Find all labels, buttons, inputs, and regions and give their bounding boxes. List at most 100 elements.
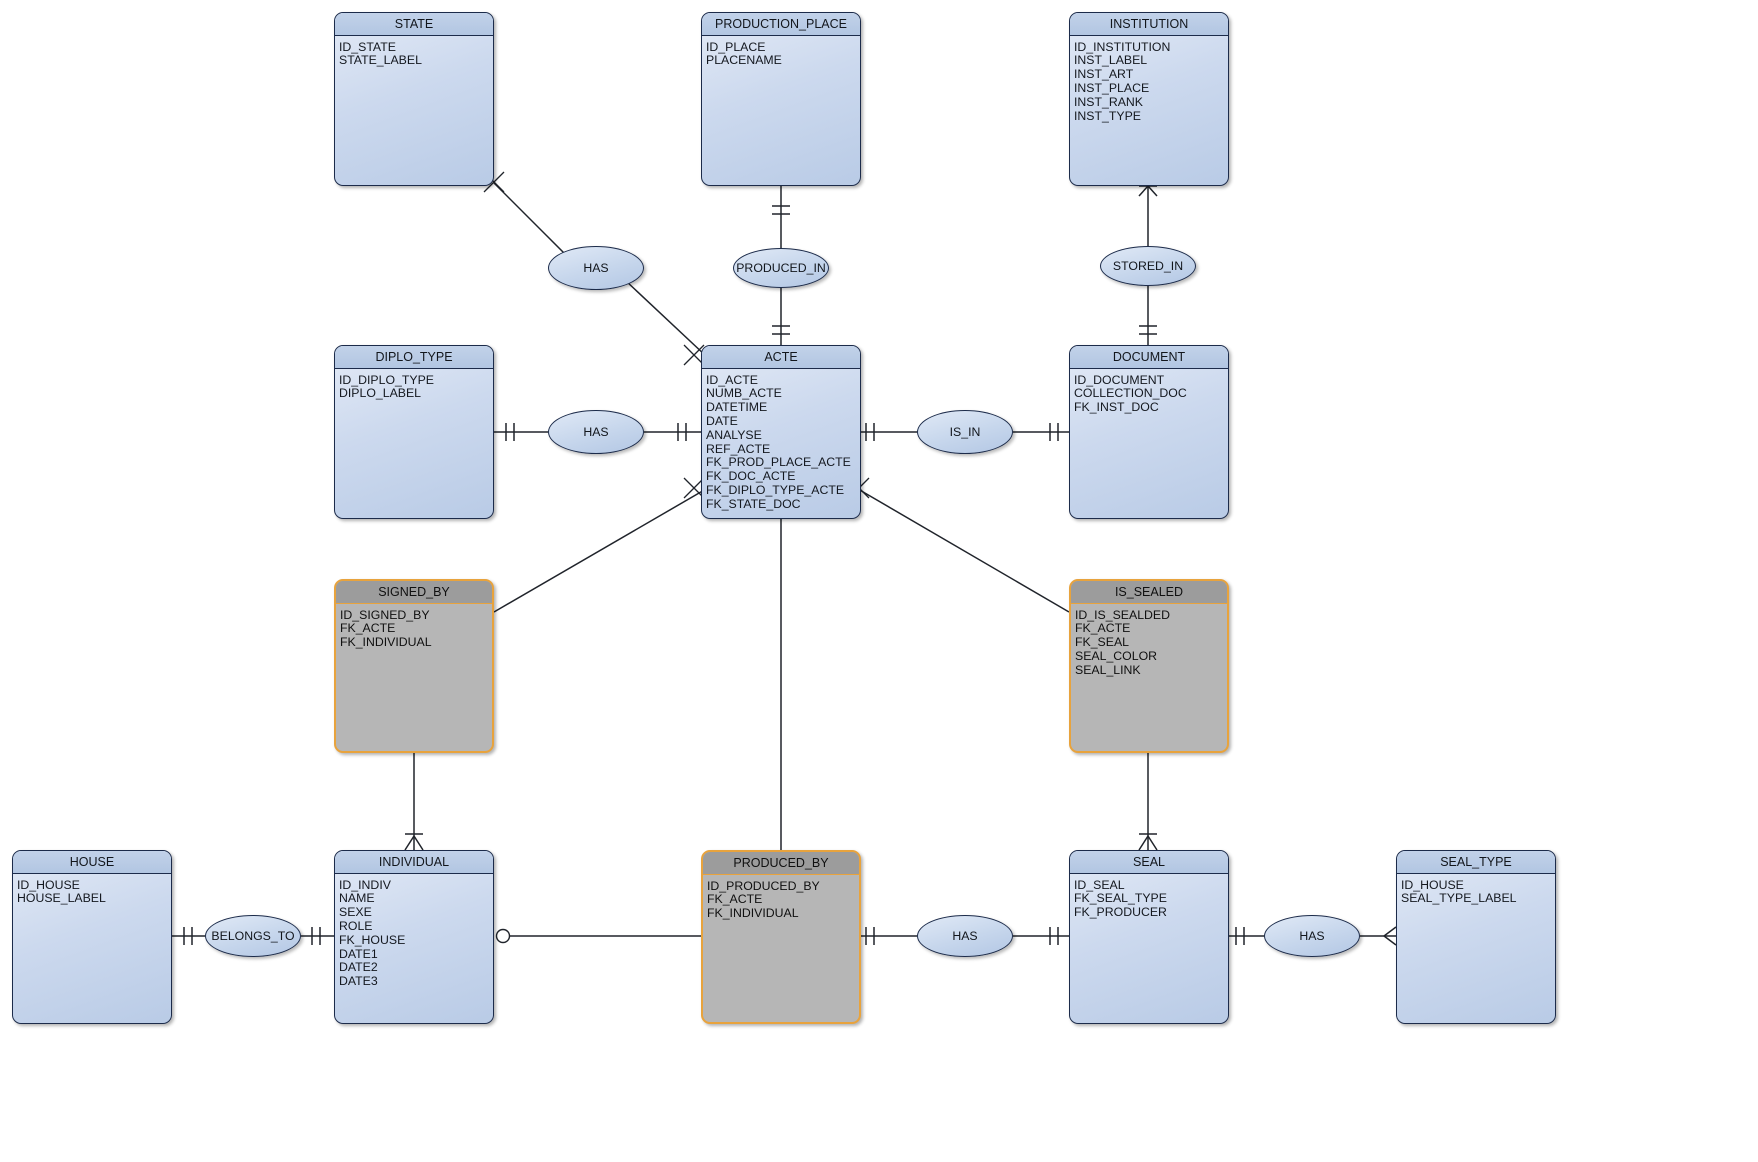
relationship-label: HAS <box>583 261 609 275</box>
field-row: PLACENAME <box>706 53 782 68</box>
relationship-label: IS_IN <box>949 425 981 439</box>
field-row: INST_RANK <box>1074 94 1144 109</box>
field-row: ROLE <box>339 918 373 933</box>
relationship-rel_stored_in[interactable]: STORED_IN <box>1100 246 1196 286</box>
field-row: ID_HOUSE <box>1401 877 1464 892</box>
field-row: DATETIME <box>706 400 768 415</box>
entity-title-institution: INSTITUTION <box>1070 13 1228 36</box>
field-row: NAME <box>339 891 375 906</box>
field-row: DATE <box>706 413 738 428</box>
connector-state-has <box>493 182 567 256</box>
field-row: SEAL_COLOR <box>1075 648 1158 663</box>
field-row: DATE3 <box>339 974 378 989</box>
field-row: FK_SEAL_TYPE <box>1074 891 1167 906</box>
field-row: FK_INST_DOC <box>1074 400 1159 415</box>
field-row: ID_STATE <box>339 39 396 54</box>
field-row: FK_ACTE <box>1075 621 1131 636</box>
entity-title-diplo_type: DIPLO_TYPE <box>335 346 493 369</box>
relationship-label: PRODUCED_IN <box>736 261 826 275</box>
relationship-rel_is_in[interactable]: IS_IN <box>917 410 1013 454</box>
relationship-label: HAS <box>952 929 978 943</box>
relationship-rel_has_state[interactable]: HAS <box>548 246 644 290</box>
relationship-rel_has_seal[interactable]: HAS <box>1264 915 1360 957</box>
connector-has-acte <box>625 280 707 357</box>
field-row: ID_HOUSE <box>17 877 80 892</box>
connector-signedby-acte <box>493 488 707 613</box>
field-row: DATE1 <box>339 946 378 961</box>
entity-title-produced_by: PRODUCED_BY <box>703 852 859 875</box>
field-row: FK_STATE_DOC <box>706 496 801 511</box>
entity-title-acte: ACTE <box>702 346 860 369</box>
field-row: SEAL_LINK <box>1075 662 1141 677</box>
field-row: INST_TYPE <box>1074 108 1141 123</box>
relationship-rel_belongs_to[interactable]: BELONGS_TO <box>205 915 301 957</box>
field-row: NUMB_ACTE <box>706 386 782 401</box>
field-row: ID_SEAL <box>1074 877 1125 892</box>
field-row: SEAL_TYPE_LABEL <box>1401 891 1517 906</box>
relationship-label: HAS <box>1299 929 1325 943</box>
relationship-rel_produced_in[interactable]: PRODUCED_IN <box>733 248 829 288</box>
field-row: ID_SIGNED_BY <box>340 607 430 622</box>
entity-title-seal: SEAL <box>1070 851 1228 874</box>
field-row: ID_PLACE <box>706 39 766 54</box>
field-row: FK_HOUSE <box>339 932 406 947</box>
field-row: HOUSE_LABEL <box>17 891 106 906</box>
entity-title-signed_by: SIGNED_BY <box>336 581 492 604</box>
field-row: FK_SEAL <box>1075 635 1129 650</box>
field-row: FK_PROD_PLACE_ACTE <box>706 455 851 470</box>
field-row: ID_ACTE <box>706 372 758 387</box>
field-row: DATE2 <box>339 960 378 975</box>
entity-title-individual: INDIVIDUAL <box>335 851 493 874</box>
field-row: INST_ART <box>1074 67 1134 82</box>
field-row: ANALYSE <box>706 427 762 442</box>
field-row: ID_DOCUMENT <box>1074 372 1165 387</box>
relationship-rel_has_diplo[interactable]: HAS <box>548 410 644 454</box>
connector-issealed-acte <box>857 488 1070 613</box>
field-row: COLLECTION_DOC <box>1074 386 1187 401</box>
field-row: SEXE <box>339 905 372 920</box>
field-row: DIPLO_LABEL <box>339 386 422 401</box>
entity-title-seal_type: SEAL_TYPE <box>1397 851 1555 874</box>
field-row: ID_INSTITUTION <box>1074 39 1171 54</box>
field-row: ID_IS_SEALDED <box>1075 607 1171 622</box>
relationship-label: BELONGS_TO <box>211 929 295 943</box>
entity-title-production_place: PRODUCTION_PLACE <box>702 13 860 36</box>
relationship-label: STORED_IN <box>1112 259 1184 273</box>
entity-title-state: STATE <box>335 13 493 36</box>
field-row: FK_ACTE <box>340 621 396 636</box>
field-row: FK_INDIVIDUAL <box>707 906 799 921</box>
field-row: FK_PRODUCER <box>1074 905 1167 920</box>
field-row: FK_ACTE <box>707 892 763 907</box>
field-row: FK_DIPLO_TYPE_ACTE <box>706 482 845 497</box>
field-row: INST_PLACE <box>1074 80 1150 95</box>
relationship-rel_has_prod[interactable]: HAS <box>917 915 1013 957</box>
field-row: ID_DIPLO_TYPE <box>339 372 434 387</box>
field-row: ID_PRODUCED_BY <box>707 878 820 893</box>
entity-title-house: HOUSE <box>13 851 171 874</box>
